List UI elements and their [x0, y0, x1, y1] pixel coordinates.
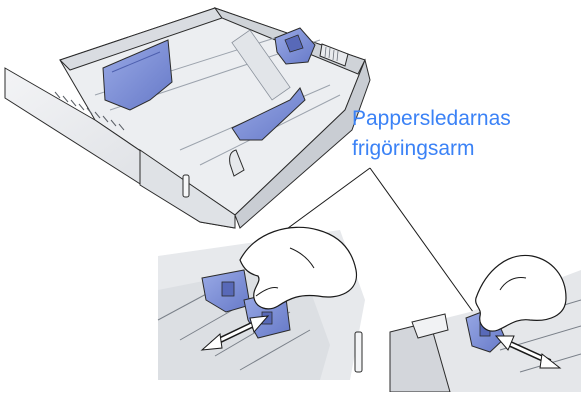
callout-line-2: frigöringsarm — [352, 134, 511, 164]
release-lever-callout: Pappersledarnas frigöringsarm — [352, 104, 511, 164]
detail-right — [390, 255, 581, 392]
paper-tray — [5, 8, 370, 228]
tray-floor — [60, 8, 365, 215]
detail-left — [158, 227, 365, 380]
callout-line-1: Pappersledarnas — [352, 104, 511, 134]
tray-front-slot — [183, 175, 189, 197]
